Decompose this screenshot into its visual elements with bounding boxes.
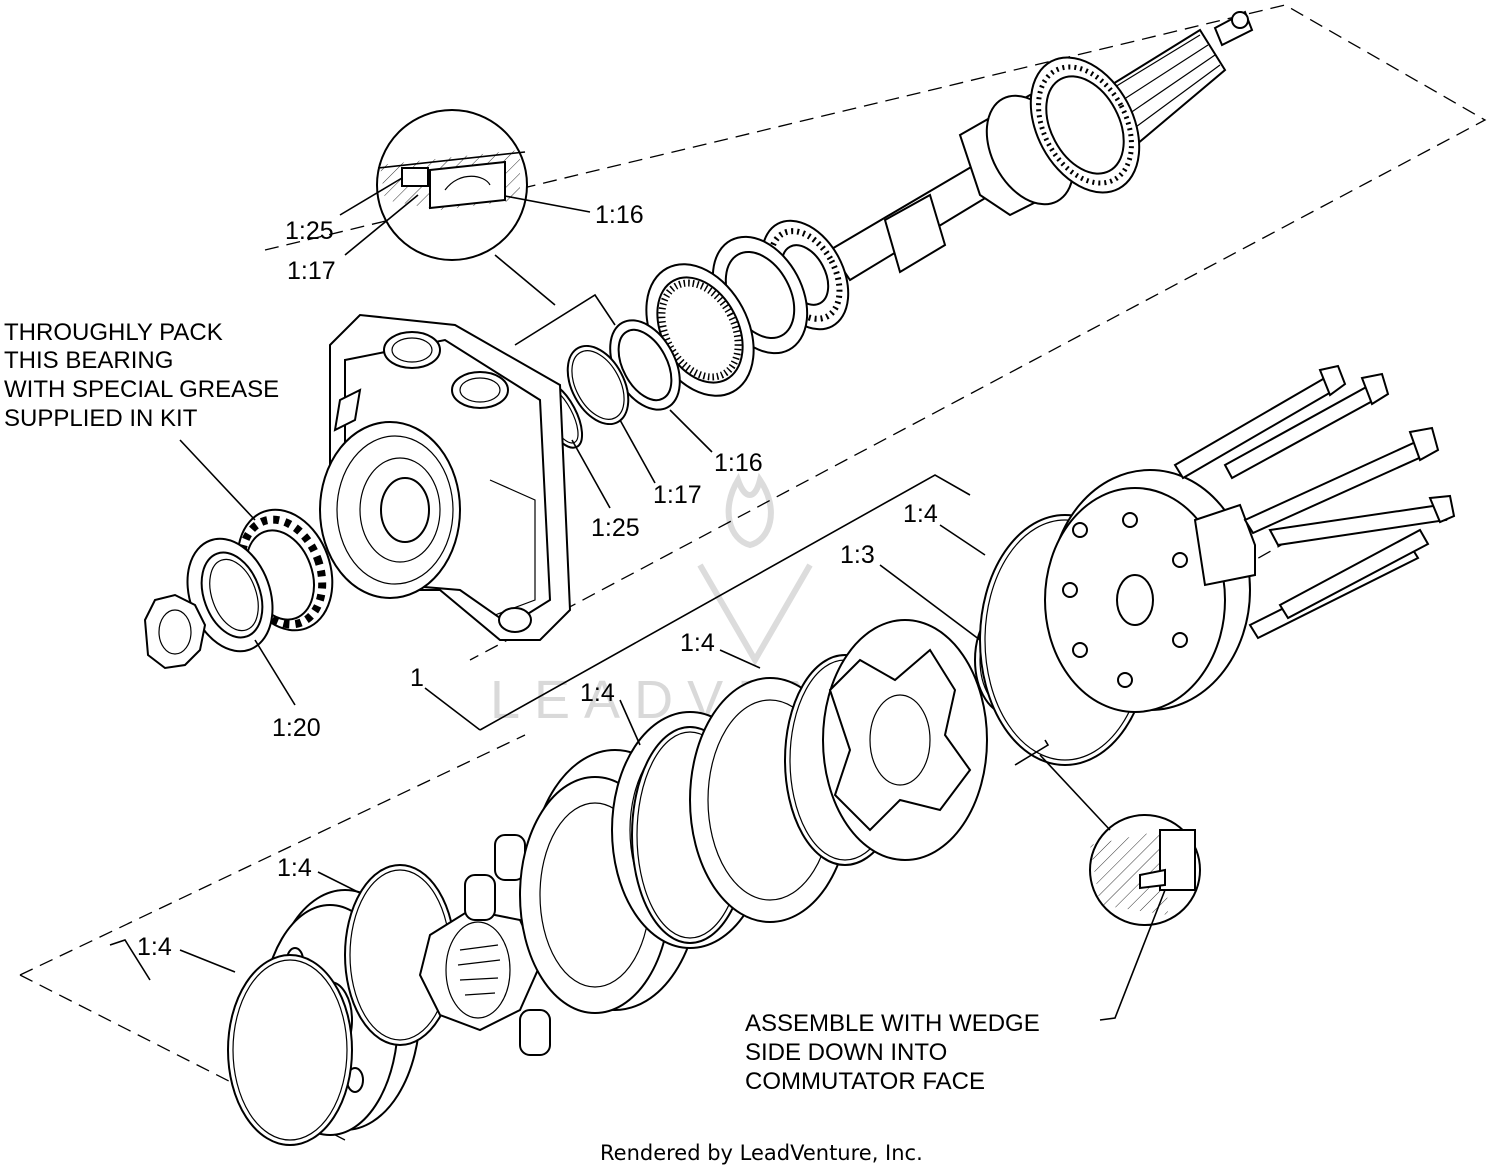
label-bearing-1-20: 1:20 [272, 714, 321, 742]
note-grease-line-3: WITH SPECIAL GREASE [4, 376, 279, 403]
shaft-thrust-bearing [1029, 56, 1141, 194]
watermark-logo-icon [697, 472, 813, 666]
label-oring-1-3: 1:3 [840, 541, 875, 569]
label-oring-1-4-e: 1:4 [137, 933, 172, 961]
label-assembly-1: 1 [410, 664, 424, 692]
label-seal-1-16: 1:16 [714, 449, 763, 477]
label-seal-1-25: 1:25 [591, 514, 640, 542]
label-detail-1-17: 1:17 [287, 257, 336, 285]
note-grease-line-4: SUPPLIED IN KIT [4, 405, 198, 432]
rear-plate [1044, 469, 1256, 713]
label-seal-1-17: 1:17 [653, 481, 702, 509]
note-assemble-line-3: COMMUTATOR FACE [745, 1068, 985, 1095]
label-oring-1-4-a: 1:4 [903, 500, 938, 528]
wedge-detail-callout [1089, 814, 1201, 926]
label-detail-1-25: 1:25 [285, 217, 334, 245]
oring-end-cap-inner [344, 864, 456, 1046]
housing-bolts [1173, 364, 1456, 640]
note-assemble-line-1: ASSEMBLE WITH WEDGE [745, 1010, 1040, 1037]
note-assemble-line-2: SIDE DOWN INTO [745, 1039, 947, 1066]
shaft-seal-1-17 [566, 344, 630, 426]
castle-nut [143, 593, 207, 670]
motor-housing [319, 313, 572, 641]
upper-assembly-dashed-outline [264, 4, 1487, 661]
label-oring-1-4-b: 1:4 [680, 629, 715, 657]
leader-lines [109, 177, 1166, 1021]
seal-detail-callout [376, 109, 528, 261]
note-grease-line-2: THIS BEARING [4, 347, 173, 374]
oring-end-cap-outer [227, 954, 353, 1146]
label-oring-1-4-c: 1:4 [580, 679, 615, 707]
credit-text: Rendered by LeadVenture, Inc. [600, 1141, 923, 1165]
label-oring-1-4-d: 1:4 [277, 854, 312, 882]
note-grease-line-1: THROUGHLY PACK [4, 319, 223, 346]
label-detail-1-16: 1:16 [595, 201, 644, 229]
gerotor-set [822, 619, 988, 861]
